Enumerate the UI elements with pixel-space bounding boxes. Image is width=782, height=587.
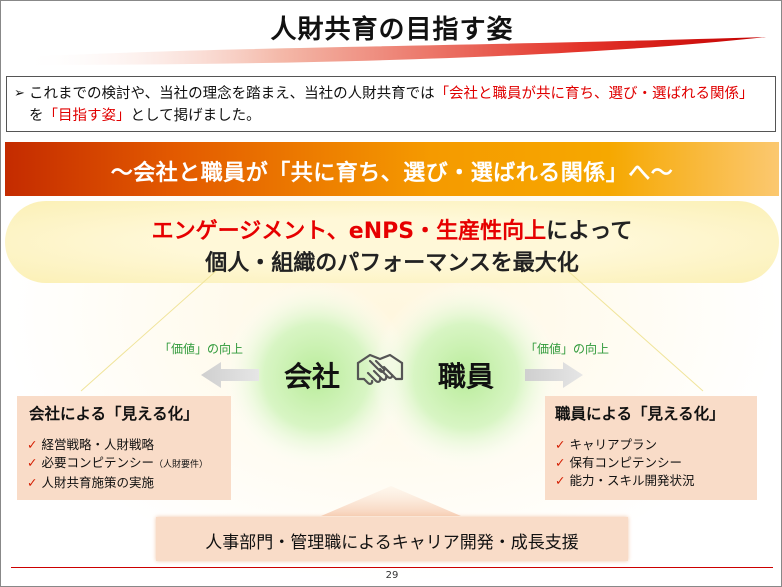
check-icon: ✓ — [27, 437, 38, 452]
check-icon: ✓ — [27, 475, 38, 490]
intro-box: ➢ これまでの検討や、当社の理念を踏まえ、当社の人財共育では「会社と職員が共に育… — [6, 76, 776, 132]
list-item: ✓保有コンピテンシー — [555, 455, 682, 470]
slogan-text: ～会社と職員が「共に育ち、選び・選ばれる関係」へ～ — [110, 161, 674, 186]
intro-highlight-relationship: 「会社と職員が共に育ち、選び・選ばれる関係」 — [434, 86, 754, 102]
list-item: ✓能力・スキル開発状況 — [555, 473, 695, 488]
page-title: 人財共育の目指す姿 — [270, 15, 514, 45]
company-box-list: ✓経営戦略・人財戦略 ✓必要コンピテンシー（人財要件） ✓人財共育施策の実施 — [27, 436, 208, 492]
check-icon: ✓ — [555, 455, 566, 470]
left-arrow — [201, 362, 259, 388]
employee-box-list: ✓キャリアプラン ✓保有コンピテンシー ✓能力・スキル開発状況 — [555, 436, 695, 490]
title-underline-swoosh — [21, 37, 766, 65]
employee-box-heading: 職員による「見える化」 — [555, 405, 725, 423]
check-icon: ✓ — [555, 437, 566, 452]
goal-highlight: エンゲージメント、eNPS・生産性向上 — [151, 219, 547, 244]
footer-divider — [11, 567, 773, 568]
support-box: 人事部門・管理職によるキャリア開発・成長支援 — [156, 517, 628, 561]
company-label: 会社 — [284, 360, 341, 393]
list-item: ✓人財共育施策の実施 — [27, 475, 154, 490]
slogan-banner: ～会社と職員が「共に育ち、選び・選ばれる関係」へ～ — [5, 142, 779, 196]
intro-text-before: これまでの検討や、当社の理念を踏まえ、当社の人財共育では — [29, 86, 435, 102]
employee-visualization-box: 職員による「見える化」 ✓キャリアプラン ✓保有コンピテンシー ✓能力・スキル開… — [545, 396, 757, 500]
list-item: ✓経営戦略・人財戦略 — [27, 437, 154, 452]
goal-capsule: エンゲージメント、eNPS・生産性向上によって 個人・組織のパフォーマンスを最大… — [5, 201, 779, 283]
goal-line-1-rest: によって — [546, 219, 633, 244]
goal-line-2: 個人・組織のパフォーマンスを最大化 — [205, 251, 579, 276]
left-connector-line — [80, 270, 217, 392]
right-value-label: 「価値」の向上 — [525, 342, 610, 356]
right-arrow — [525, 362, 583, 388]
intro-text-middle: を — [29, 108, 44, 124]
page-number: 29 — [385, 570, 399, 581]
employee-circle — [371, 281, 561, 471]
intro-highlight-goal: 「目指す姿」 — [43, 108, 131, 124]
company-visualization-box: 会社による「見える化」 ✓経営戦略・人財戦略 ✓必要コンピテンシー（人財要件） … — [17, 396, 231, 500]
check-icon: ✓ — [27, 455, 38, 470]
list-item: ✓キャリアプラン — [555, 437, 657, 452]
employee-label: 職員 — [438, 360, 495, 393]
company-circle — [221, 281, 411, 471]
list-item: ✓必要コンピテンシー（人財要件） — [27, 455, 209, 470]
left-value-label: 「価値」の向上 — [159, 342, 244, 356]
support-triangle — [321, 486, 461, 516]
goal-line-1: エンゲージメント、eNPS・生産性向上によって — [5, 213, 779, 245]
bullet-arrow-icon: ➢ — [14, 86, 25, 101]
support-text: 人事部門・管理職によるキャリア開発・成長支援 — [205, 533, 579, 553]
right-connector-line — [567, 270, 704, 392]
handshake-icon — [356, 353, 404, 385]
check-icon: ✓ — [555, 473, 566, 488]
company-box-heading: 会社による「見える化」 — [29, 405, 199, 423]
intro-text-after: として掲げました。 — [130, 108, 261, 124]
